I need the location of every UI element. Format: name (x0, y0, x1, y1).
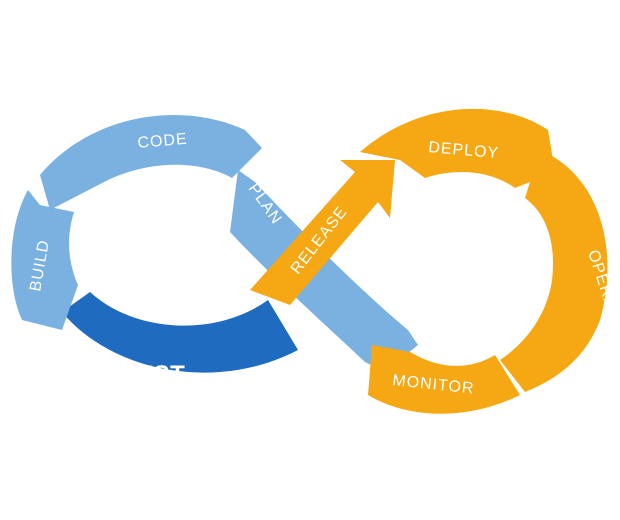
segment-build (11, 190, 78, 330)
segment-monitor (368, 345, 520, 414)
segment-code (40, 115, 262, 210)
label-deploy: DEPLOY (428, 139, 500, 162)
segment-plan (230, 170, 418, 372)
label-test: TEST (122, 361, 185, 388)
segment-deploy (360, 108, 555, 188)
segment-release (250, 160, 395, 305)
segment-test (62, 292, 298, 373)
label-code: CODE (137, 131, 189, 152)
segment-operate (500, 150, 608, 392)
